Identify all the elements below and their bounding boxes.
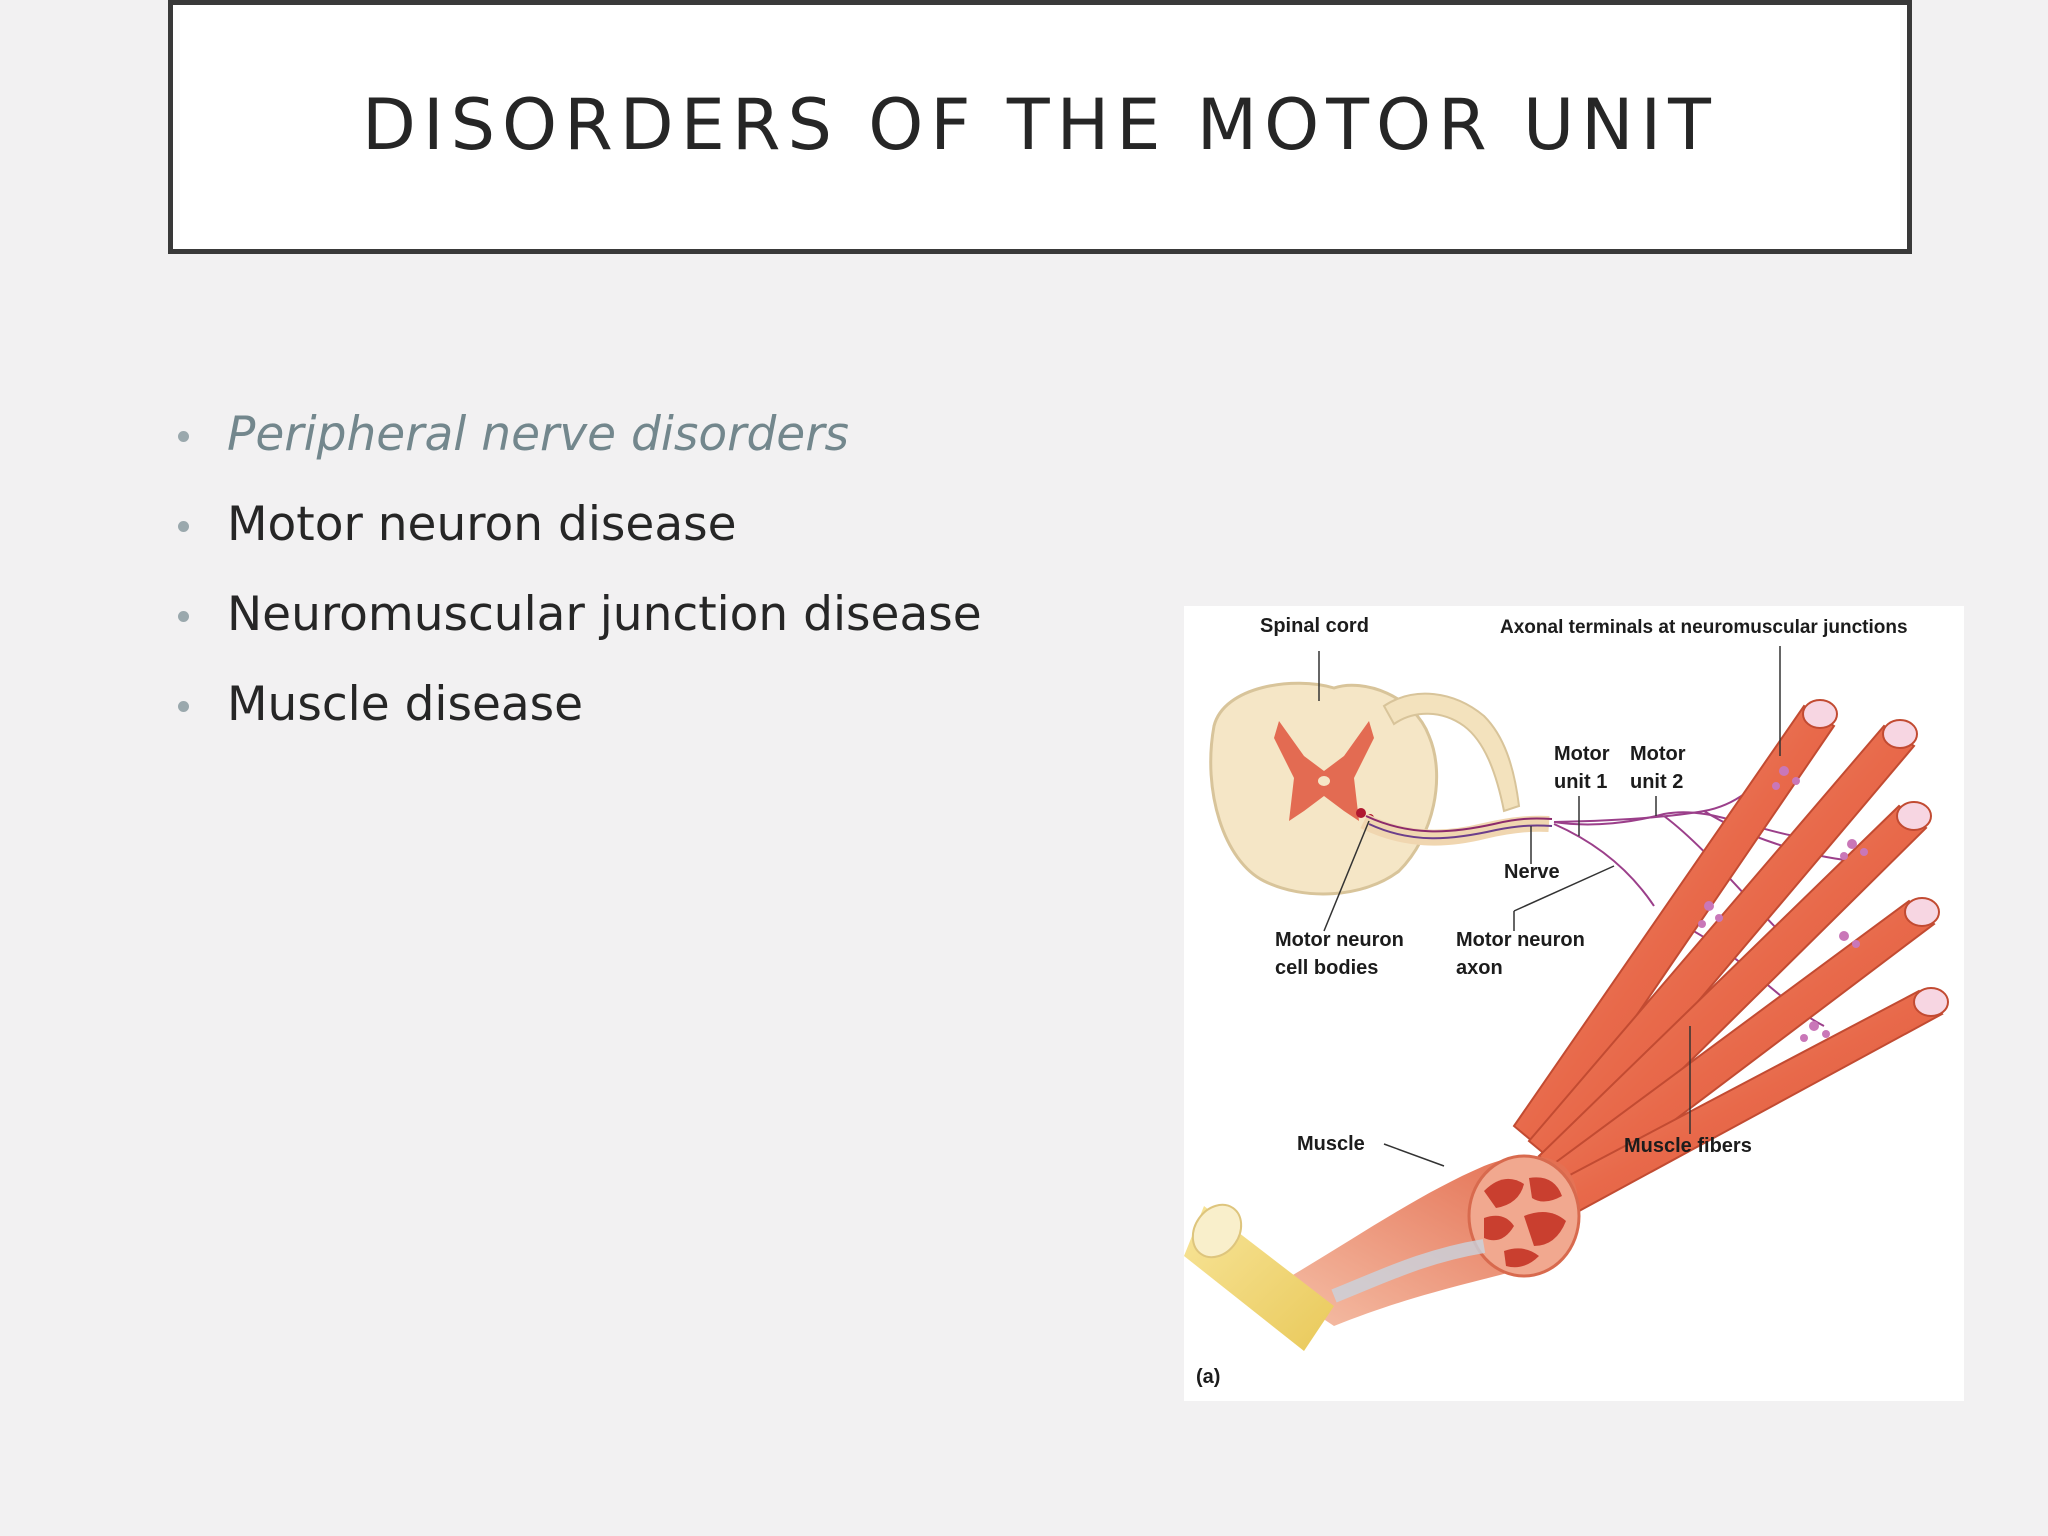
label-muscle: Muscle [1297, 1133, 1365, 1155]
motor-unit-diagram [1184, 646, 1949, 1351]
label-axonal-terminals: Axonal terminals at neuromuscular juncti… [1500, 617, 1908, 638]
spinal-cord-section [1209, 681, 1521, 896]
bullet-dot-icon [178, 431, 189, 442]
bullet-text: Peripheral nerve disorders [227, 407, 850, 462]
slide-title: DISORDERS OF THE MOTOR UNIT [362, 84, 1718, 166]
leader-lines [1318, 646, 1781, 1167]
bullet-text: Neuromuscular junction disease [227, 587, 982, 642]
bullet-list: Peripheral nerve disorders Motor neuron … [172, 400, 982, 760]
label-cell-bodies-line2: cell bodies [1275, 957, 1379, 979]
bullet-item: Motor neuron disease [172, 490, 982, 580]
bullet-text: Motor neuron disease [227, 497, 737, 552]
label-motor-unit-2-line2: unit 2 [1630, 771, 1684, 793]
label-spinal-cord: Spinal cord [1260, 615, 1369, 637]
motor-unit-illustration: Spinal cord Axonal terminals at neuromus… [1184, 606, 1964, 1401]
bullet-item: Neuromuscular junction disease [172, 580, 982, 670]
label-muscle-fibers: Muscle fibers [1624, 1135, 1752, 1157]
label-motor-unit-1-line1: Motor [1554, 743, 1610, 765]
label-panel: (a) [1196, 1366, 1221, 1388]
tendon [1184, 1203, 1486, 1351]
label-cell-bodies-line1: Motor neuron [1275, 929, 1404, 951]
label-nerve: Nerve [1504, 861, 1560, 883]
label-axon-line2: axon [1456, 957, 1503, 979]
bullet-text: Muscle disease [227, 677, 584, 732]
label-axon-line1: Motor neuron [1456, 929, 1585, 951]
muscle-fibers [1512, 699, 1949, 1213]
bullet-dot-icon [178, 521, 189, 532]
label-motor-unit-1-line2: unit 1 [1554, 771, 1608, 793]
bullet-dot-icon [178, 611, 189, 622]
label-motor-unit-2-line1: Motor [1630, 743, 1686, 765]
bullet-item: Peripheral nerve disorders [172, 400, 982, 490]
bullet-item: Muscle disease [172, 670, 982, 760]
nerve [1360, 813, 1553, 846]
bullet-dot-icon [178, 701, 189, 712]
title-box: DISORDERS OF THE MOTOR UNIT [168, 0, 1912, 254]
